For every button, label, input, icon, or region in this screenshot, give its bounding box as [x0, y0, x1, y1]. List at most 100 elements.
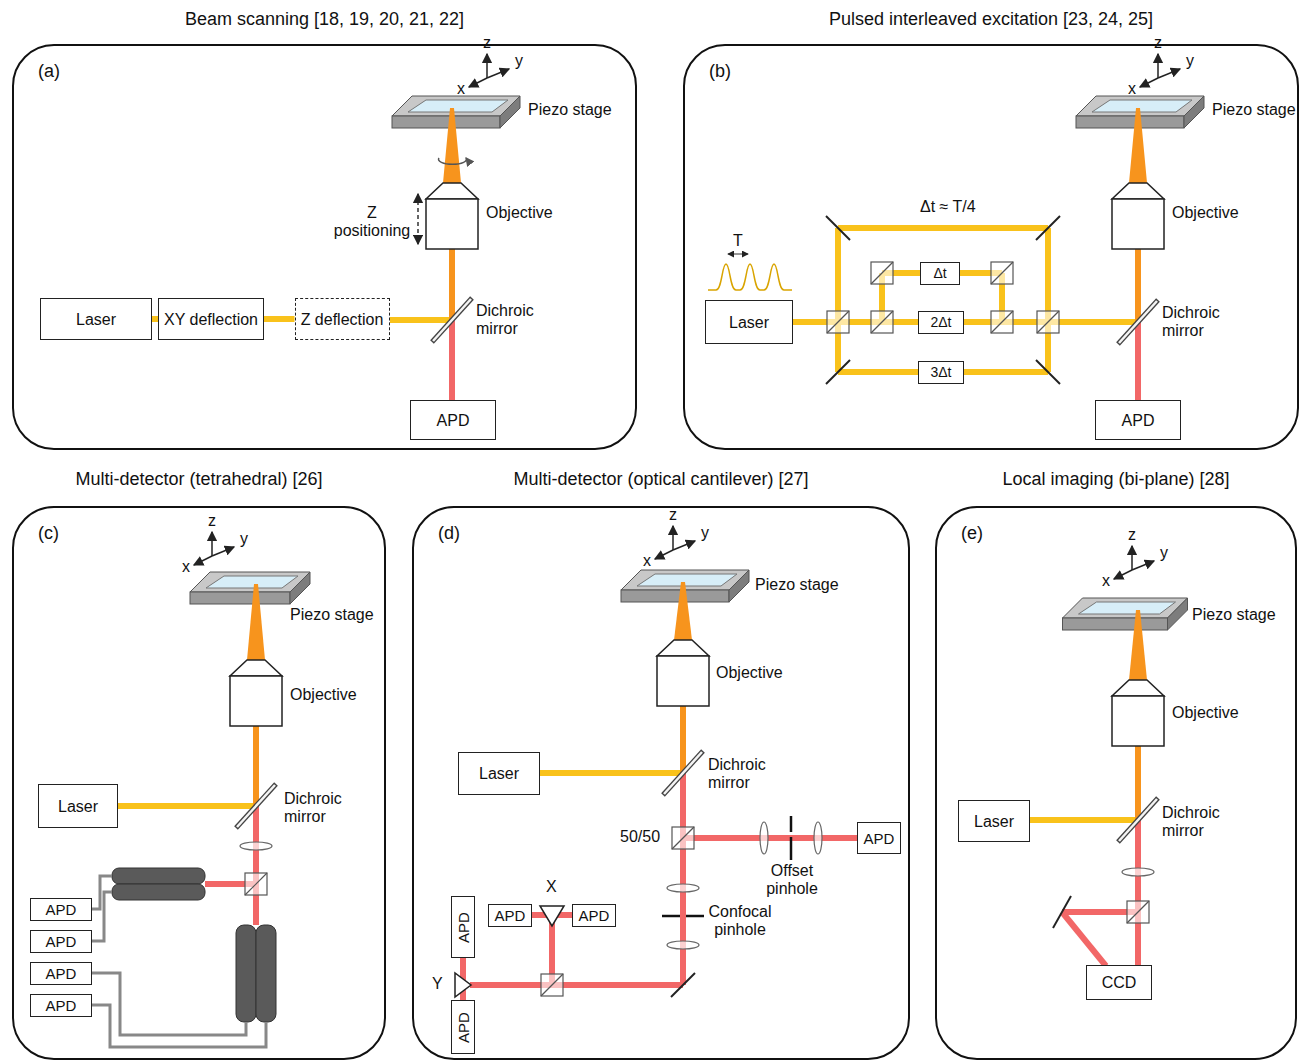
beam-splitter	[541, 974, 563, 996]
fiber-cable	[92, 1005, 266, 1047]
laser-box: Laser	[40, 298, 152, 340]
axis-arrow	[673, 541, 695, 550]
panel-letter: (d)	[438, 522, 460, 544]
box-label: Laser	[729, 313, 769, 332]
piezo-stage	[621, 590, 729, 602]
panel-title: Multi-detector (optical cantilever) [27]	[412, 468, 910, 490]
piezo-stage	[290, 572, 310, 604]
panel-title: Local imaging (bi-plane) [28]	[935, 468, 1297, 490]
callout-label: x	[1102, 572, 1110, 590]
beam-splitter	[991, 262, 1013, 284]
box-label: APD	[454, 912, 473, 943]
z-positioning-arrow	[417, 194, 419, 244]
box-label: APD	[454, 1012, 473, 1043]
axis-arrow	[211, 532, 213, 556]
beam-splitter	[991, 311, 1013, 333]
box-label: Laser	[974, 812, 1014, 831]
beam-splitter	[672, 827, 694, 849]
callout-label: Δt ≈ T/4	[920, 198, 976, 216]
dichroic-mirror	[664, 752, 702, 794]
objective-lens	[1112, 680, 1164, 696]
light-beam	[838, 225, 1048, 231]
callout-label: x	[182, 558, 190, 576]
callout-label: Objective	[716, 664, 783, 682]
axis-arrow	[212, 547, 234, 556]
light-beam	[1135, 249, 1141, 322]
beam-splitter	[245, 873, 267, 895]
callout-label: Piezo stage	[755, 576, 839, 594]
lens	[1122, 868, 1154, 876]
detector-box: APD	[488, 904, 532, 927]
callout-label: Offset pinhole	[756, 862, 828, 898]
callout-label: Piezo stage	[1192, 606, 1276, 624]
callout-label: z	[669, 506, 677, 524]
period-arrow	[728, 254, 748, 255]
axis-arrow	[1114, 570, 1132, 579]
beam-splitter	[672, 827, 694, 849]
callout-label: y	[240, 530, 248, 548]
laser-box: Laser	[958, 800, 1030, 842]
detector-box: APD	[30, 898, 92, 921]
setup-panel: Beam scanning [18, 19, 20, 21, 22](a)Las…	[12, 8, 637, 450]
piezo-stage	[1184, 96, 1204, 128]
objective-lens	[1112, 696, 1164, 746]
callout-label: Dichroic mirror	[284, 790, 354, 826]
laser-box: Laser	[38, 784, 118, 828]
callout-label: x	[1128, 80, 1136, 98]
callout-label: y	[515, 52, 523, 70]
setup-panel: Pulsed interleaved excitation [23, 24, 2…	[683, 8, 1299, 450]
detector-box: APD	[30, 930, 92, 953]
light-beam	[449, 249, 455, 320]
dichroic-mirror	[432, 298, 472, 342]
pinhole	[662, 915, 680, 918]
dichroic-mirror	[1118, 798, 1158, 842]
light-beam	[680, 773, 686, 985]
light-beam	[470, 982, 683, 988]
box-label: APD	[1122, 411, 1155, 430]
axis-arrow	[1140, 78, 1158, 87]
light-beam	[1045, 228, 1051, 322]
box-label: Laser	[76, 310, 116, 329]
fiber-cable	[92, 973, 246, 1035]
detector-box: APD	[451, 896, 475, 958]
laser-box: Laser	[705, 300, 793, 344]
beam-splitter	[871, 311, 893, 333]
focused-beam	[443, 108, 461, 183]
box-label: APD	[46, 996, 77, 1015]
objective-lens	[657, 656, 709, 706]
piezo-stage	[190, 572, 310, 592]
beam-splitter	[1037, 311, 1059, 333]
setup-panel: Local imaging (bi-plane) [28](e)LaserCCD	[935, 468, 1297, 1060]
setup-panel: Multi-detector (optical cantilever) [27]…	[412, 468, 910, 1060]
light-beam	[680, 706, 686, 773]
detector-box: APD	[410, 400, 496, 440]
piezo-stage	[392, 96, 520, 116]
callout-label: Objective	[1172, 204, 1239, 222]
panel-border	[683, 44, 1299, 450]
callout-label: Dichroic mirror	[476, 302, 546, 338]
detector-box: APD	[857, 822, 901, 854]
lens	[760, 822, 768, 854]
objective-lens	[426, 199, 478, 249]
light-beam	[449, 320, 455, 401]
axis-arrow	[487, 69, 509, 78]
pinhole	[790, 837, 793, 860]
light-beam	[118, 803, 256, 809]
dichroic-mirror	[1119, 799, 1157, 841]
mirror	[1036, 360, 1060, 384]
box-label: APD	[437, 411, 470, 430]
fiber-bundle	[112, 868, 205, 884]
camera-box: CCD	[1086, 965, 1152, 1000]
laser-box: Laser	[458, 752, 540, 795]
beam-splitter	[245, 873, 267, 895]
light-beam	[1135, 820, 1141, 966]
box-label: Laser	[58, 797, 98, 816]
beam-splitter	[1127, 901, 1149, 923]
box-label: XY deflection	[164, 310, 258, 329]
box-label: APD	[46, 964, 77, 983]
light-beam	[1135, 322, 1141, 401]
callout-label: Dichroic mirror	[1162, 804, 1232, 840]
callout-label: y	[1160, 544, 1168, 562]
